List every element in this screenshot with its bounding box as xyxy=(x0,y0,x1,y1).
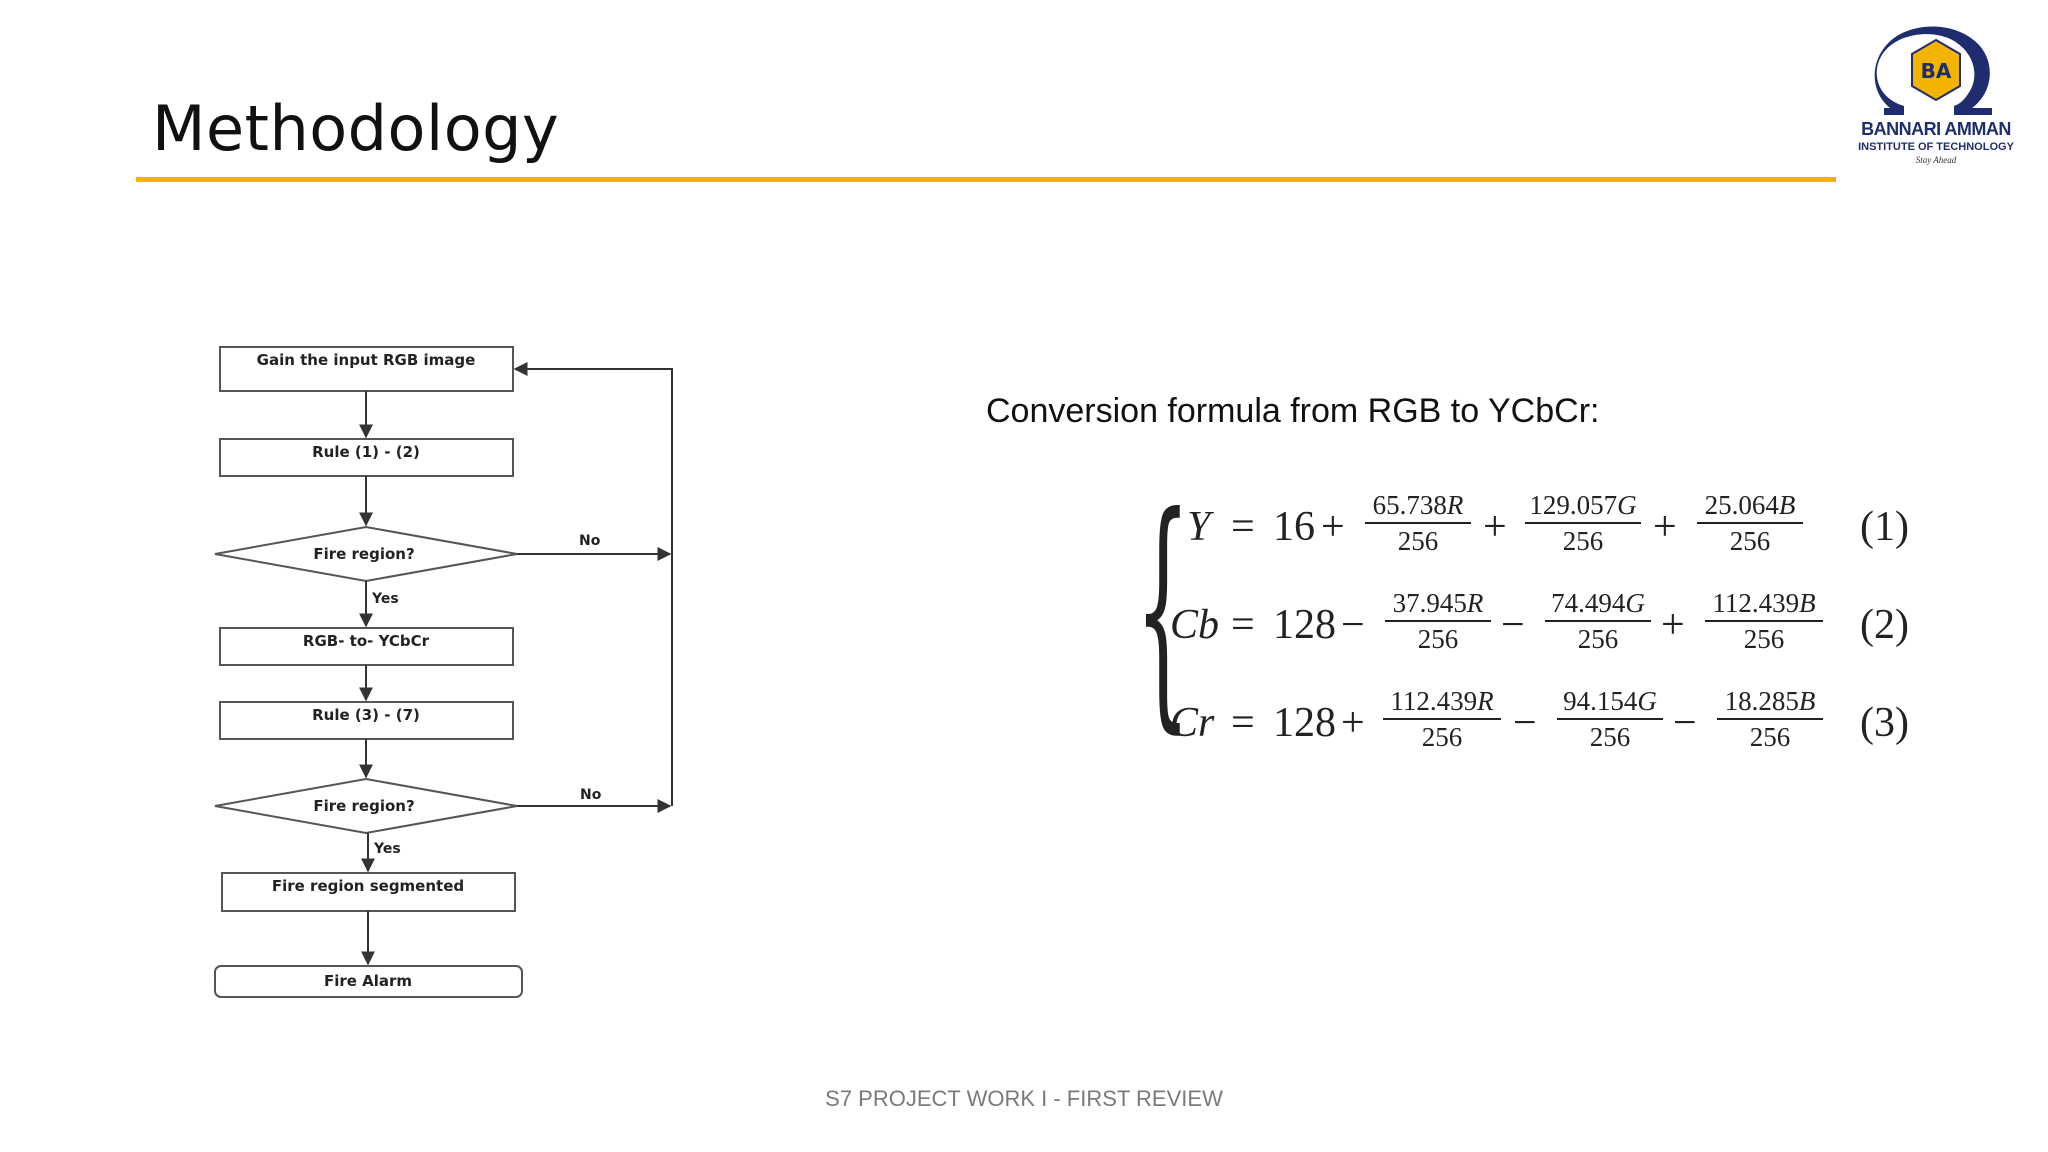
institute-logo: BA BANNARI AMMAN INSTITUTE OF TECHNOLOGY… xyxy=(1836,20,2036,170)
flow-edge-label-yes-2: Yes xyxy=(373,841,401,857)
equation-sign: − xyxy=(1513,700,1537,746)
equation-equals: = xyxy=(1231,700,1255,746)
equation-number: (1) xyxy=(1860,504,1909,550)
flow-label-alarm: Fire Alarm xyxy=(324,972,412,990)
flow-label-segmented: Fire region segmented xyxy=(272,877,464,895)
omega-emblem-icon: BA xyxy=(1874,26,1992,116)
flow-node-alarm xyxy=(214,965,523,998)
equation-constant: 128 xyxy=(1273,602,1336,648)
equation-lhs: Cb xyxy=(1170,602,1220,648)
equation-fraction: 129.057G 256 xyxy=(1525,490,1641,556)
equation-fraction: 112.439R 256 xyxy=(1383,686,1501,752)
equation-sign: + xyxy=(1321,504,1345,550)
flow-label-decision1: Fire region? xyxy=(313,545,414,563)
equation-number: (2) xyxy=(1860,602,1909,648)
equation-fraction: 18.285B 256 xyxy=(1717,686,1823,752)
flow-node-input xyxy=(219,346,514,392)
slide-footer: S7 PROJECT WORK I - FIRST REVIEW xyxy=(825,1086,1223,1111)
equation-sign: + xyxy=(1661,602,1685,648)
equation-equals: = xyxy=(1231,504,1255,550)
flow-edge-label-no-1: No xyxy=(579,533,601,549)
conversion-heading: Conversion formula from RGB to YCbCr: xyxy=(986,392,1600,430)
equation-sign: + xyxy=(1483,504,1507,550)
flow-label-rule12: Rule (1) - (2) xyxy=(312,443,420,461)
equation-fraction: 112.439B 256 xyxy=(1705,588,1823,654)
flow-edge-loop-back xyxy=(513,362,673,806)
flow-label-rule37: Rule (3) - (7) xyxy=(312,706,420,724)
equation-lhs: Cr xyxy=(1170,700,1215,746)
equation-fraction: 37.945R 256 xyxy=(1385,588,1491,654)
flow-label-decision2: Fire region? xyxy=(313,797,414,815)
equation-lhs: Y xyxy=(1187,504,1211,550)
equation-fraction: 74.494G 256 xyxy=(1545,588,1651,654)
slide-title: Methodology xyxy=(152,92,560,165)
logo-subtitle: INSTITUTE OF TECHNOLOGY xyxy=(1858,141,2014,153)
equation-number: (3) xyxy=(1860,700,1909,746)
flow-node-segmented xyxy=(221,872,516,912)
flow-label-convert: RGB- to- YCbCr xyxy=(303,632,430,650)
equation-sign: + xyxy=(1341,700,1365,746)
equation-sign: − xyxy=(1341,602,1365,648)
equation-equals: = xyxy=(1231,602,1255,648)
equation-fraction: 25.064B 256 xyxy=(1697,490,1803,556)
equation-sign: + xyxy=(1653,504,1677,550)
flow-edge-label-yes-1: Yes xyxy=(371,591,399,607)
logo-tagline: Stay Ahead xyxy=(1915,155,1957,165)
flow-node-rule37 xyxy=(219,701,514,740)
flow-edge-label-no-2: No xyxy=(580,787,602,803)
equation-fraction: 65.738R 256 xyxy=(1365,490,1471,556)
equation-constant: 16 xyxy=(1273,504,1315,550)
conversion-formulas: { Y = 16 + 65.738R 256 + 129.057G 256 + … xyxy=(1135,484,1935,760)
flow-label-input: Gain the input RGB image xyxy=(257,351,476,369)
left-brace: { xyxy=(1135,463,1191,754)
flow-node-convert xyxy=(219,627,514,666)
title-underline xyxy=(136,177,1836,182)
equation-sign: − xyxy=(1673,700,1697,746)
logo-name: BANNARI AMMAN xyxy=(1861,119,2011,139)
equation-constant: 128 xyxy=(1273,700,1336,746)
equation-fraction: 94.154G 256 xyxy=(1557,686,1663,752)
flow-node-rule12 xyxy=(219,438,514,477)
emblem-letters: BA xyxy=(1921,59,1952,83)
equation-sign: − xyxy=(1501,602,1525,648)
